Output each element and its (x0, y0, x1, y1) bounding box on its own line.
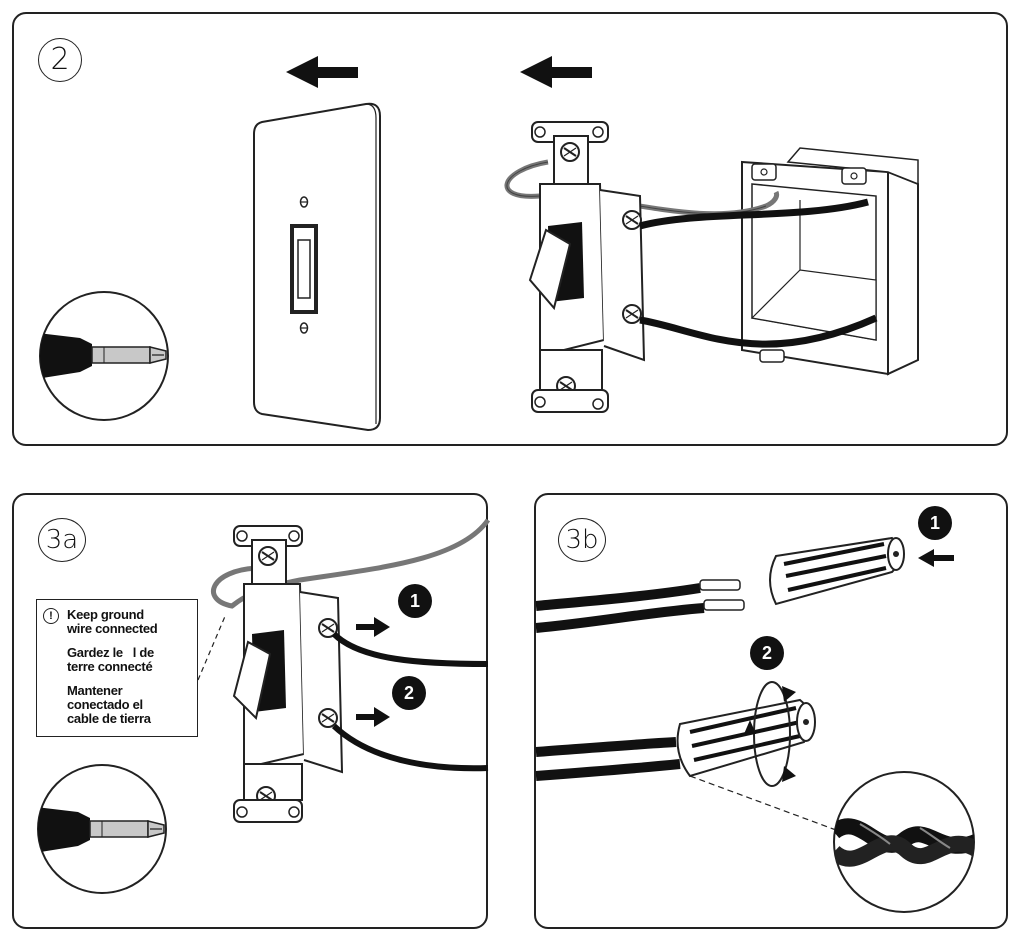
warning-icon: ! (43, 608, 59, 624)
black-wire-lower (639, 314, 878, 348)
callout-number-2: 2 (750, 636, 784, 670)
warning-en-line-2: wire connected (67, 621, 158, 636)
wall-plate (253, 102, 381, 432)
callout-number-2: 2 (392, 676, 426, 710)
warning-fr-line-1: Gardez le l de (67, 645, 154, 660)
black-wire-upper (639, 198, 869, 230)
wire-nut (676, 698, 816, 778)
step-badge-2: 2 (38, 38, 82, 82)
twisted-wire-detail (833, 771, 975, 913)
screwdriver-icon (39, 291, 169, 421)
step-badge-3a: 3a (38, 518, 86, 562)
arrow-right-icon (356, 617, 390, 637)
warning-es-line-3: cable de tierra (67, 711, 151, 726)
ground-wire-warning: ! Keep ground wire connected Gardez le l… (36, 599, 198, 737)
warning-es-line-1: Mantener (67, 683, 123, 698)
stripped-wires (535, 579, 745, 633)
rotate-icon (744, 681, 796, 787)
step-badge-3b: 3b (558, 518, 606, 562)
arrow-left-icon (918, 549, 954, 567)
warning-en-line-1: Keep ground (67, 607, 144, 622)
arrow-left-icon (286, 56, 358, 88)
warning-es-line-2: conectado el (67, 697, 143, 712)
black-wire-upper (331, 631, 489, 667)
arrow-left-icon (520, 56, 592, 88)
electrical-box (741, 147, 919, 376)
twisted-wires (535, 737, 681, 781)
light-switch (528, 121, 646, 413)
black-wire-lower (331, 723, 489, 772)
warning-fr-line-2: terre connecté (67, 659, 153, 674)
callout-number-1: 1 (398, 584, 432, 618)
light-switch (232, 525, 344, 823)
wire-nut (769, 536, 905, 606)
callout-number-1: 1 (918, 506, 952, 540)
screwdriver-icon (37, 764, 167, 894)
arrow-right-icon (356, 707, 390, 727)
